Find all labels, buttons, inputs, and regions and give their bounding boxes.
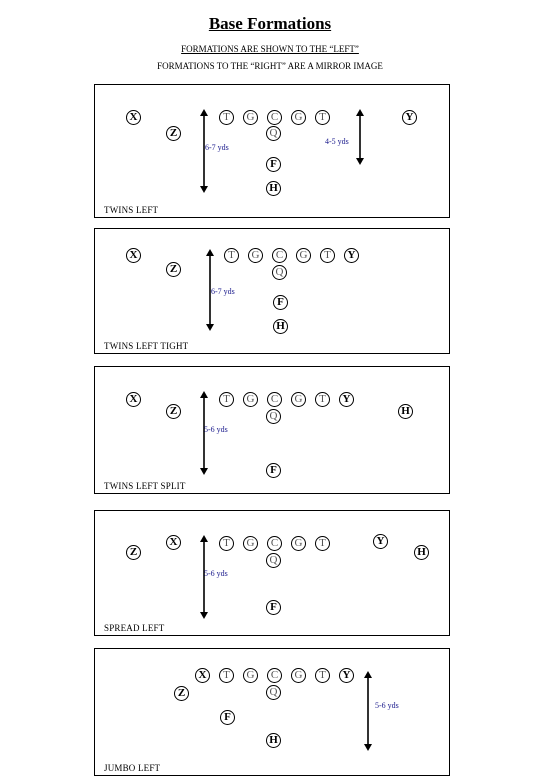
player-left-tackle: T (219, 392, 234, 407)
player-q: Q (266, 126, 281, 141)
formation-name: TWINS LEFT SPLIT (104, 481, 186, 491)
depth-label: 5-6 yds (204, 569, 228, 578)
player-z: Z (126, 545, 141, 560)
player-h: H (273, 319, 288, 334)
player-h: H (398, 404, 413, 419)
player-z: Z (166, 404, 181, 419)
player-q: Q (266, 409, 281, 424)
player-left-tackle: T (219, 668, 234, 683)
player-x: X (166, 535, 181, 550)
player-h: H (414, 545, 429, 560)
player-z: Z (166, 126, 181, 141)
player-right-tackle: T (315, 110, 330, 125)
page-title: Base Formations (208, 14, 332, 33)
player-x: X (195, 668, 210, 683)
subtitle-left-note: FORMATIONS ARE SHOWN TO THE “LEFT” (181, 44, 359, 54)
player-y: Y (339, 392, 354, 407)
formation-panel-twins-left-tight: X Z T G C G T Y Q F H 6-7 yds TWINS LEFT… (94, 228, 450, 354)
player-left-guard: G (243, 110, 258, 125)
player-x: X (126, 110, 141, 125)
player-right-tackle: T (320, 248, 335, 263)
formation-panel-twins-left-split: X Z T G C G T Y H Q F 5-6 yds TWINS LEFT… (94, 366, 450, 494)
player-h: H (266, 733, 281, 748)
formation-name: TWINS LEFT TIGHT (104, 341, 189, 351)
depth-arrow (199, 391, 209, 475)
player-right-guard: G (291, 668, 306, 683)
formation-name: JUMBO LEFT (104, 763, 161, 773)
depth-arrow (199, 109, 209, 193)
player-center: C (267, 536, 282, 551)
player-y: Y (339, 668, 354, 683)
player-y: Y (344, 248, 359, 263)
player-q: Q (266, 553, 281, 568)
player-right-tackle: T (315, 668, 330, 683)
player-right-guard: G (291, 392, 306, 407)
depth-label: 6-7 yds (205, 143, 229, 152)
player-f: F (220, 710, 235, 725)
player-center: C (267, 668, 282, 683)
depth-arrow (363, 671, 373, 751)
player-right-guard: G (296, 248, 311, 263)
depth-arrow (205, 249, 215, 331)
formation-name: SPREAD LEFT (104, 623, 165, 633)
player-h: H (266, 181, 281, 196)
subtitle-mirror-note: FORMATIONS TO THE “RIGHT” ARE A MIRROR I… (157, 61, 383, 71)
split-label: 4-5 yds (325, 137, 349, 146)
depth-label: 5-6 yds (204, 425, 228, 434)
player-right-tackle: T (315, 536, 330, 551)
depth-label: 5-6 yds (375, 701, 399, 710)
player-z: Z (166, 262, 181, 277)
player-q: Q (266, 685, 281, 700)
player-left-tackle: T (219, 536, 234, 551)
player-right-tackle: T (315, 392, 330, 407)
player-f: F (266, 463, 281, 478)
player-left-guard: G (243, 392, 258, 407)
player-x: X (126, 392, 141, 407)
player-right-guard: G (291, 110, 306, 125)
formation-panel-jumbo-left: X T G C G T Y Z Q F H 5-6 yds JUMBO LEFT (94, 648, 450, 776)
depth-label: 6-7 yds (211, 287, 235, 296)
formation-name: TWINS LEFT (104, 205, 159, 215)
formation-panel-spread-left: Z X T G C G T Y H Q F 5-6 yds SPREAD LEF… (94, 510, 450, 636)
player-left-guard: G (243, 668, 258, 683)
player-right-guard: G (291, 536, 306, 551)
player-y: Y (402, 110, 417, 125)
depth-arrow (199, 535, 209, 619)
player-left-tackle: T (219, 110, 234, 125)
player-left-guard: G (243, 536, 258, 551)
player-left-guard: G (248, 248, 263, 263)
player-f: F (266, 157, 281, 172)
player-center: C (267, 110, 282, 125)
player-q: Q (272, 265, 287, 280)
player-f: F (273, 295, 288, 310)
player-f: F (266, 600, 281, 615)
split-arrow (355, 109, 365, 165)
player-center: C (267, 392, 282, 407)
player-left-tackle: T (224, 248, 239, 263)
player-y: Y (373, 534, 388, 549)
player-center: C (272, 248, 287, 263)
formation-panel-twins-left: X Z T G C G T Y Q F H 6-7 yds 4-5 yds TW… (94, 84, 450, 218)
player-z: Z (174, 686, 189, 701)
player-x: X (126, 248, 141, 263)
